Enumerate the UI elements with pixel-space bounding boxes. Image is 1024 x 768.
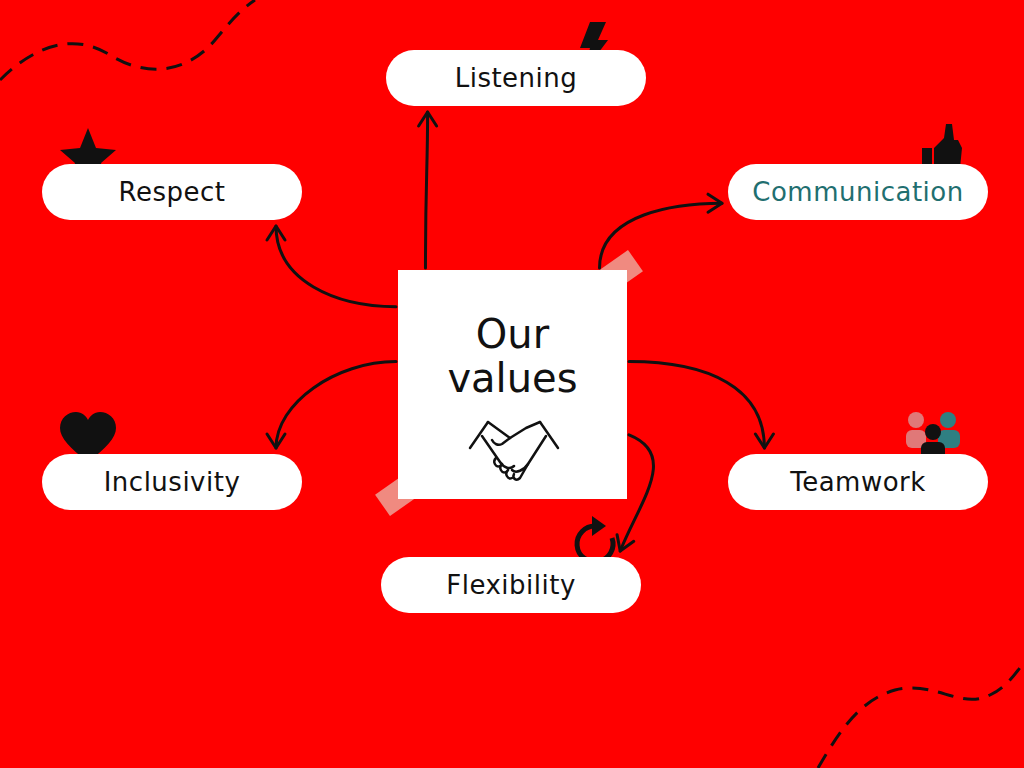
curved-arrow: [629, 362, 773, 448]
arrow-head: [617, 535, 634, 551]
curved-arrow: [267, 362, 396, 448]
arrow-line: [276, 226, 396, 307]
arrow-head: [755, 434, 773, 448]
arrow-line: [276, 362, 396, 448]
arrow-line: [425, 112, 427, 268]
value-pill: Listening: [386, 50, 646, 106]
arrow-line: [629, 362, 764, 448]
arrow-head: [267, 434, 285, 448]
value-pill: Communication: [728, 164, 988, 220]
curved-arrow: [419, 112, 437, 268]
value-pill: Inclusivity: [42, 454, 302, 510]
value-pill: Respect: [42, 164, 302, 220]
handshake-icon: [466, 418, 562, 490]
refresh-icon: [577, 516, 613, 562]
center-card: Our values: [398, 270, 627, 499]
value-pill: Teamwork: [728, 454, 988, 510]
value-label: Communication: [752, 177, 963, 207]
curved-arrow: [267, 226, 396, 307]
value-label: Flexibility: [446, 570, 576, 600]
value-label: Respect: [119, 177, 226, 207]
value-label: Listening: [455, 63, 578, 93]
arrow-head: [419, 112, 437, 126]
arrow-line: [600, 203, 722, 268]
curved-arrow: [600, 194, 722, 268]
arrow-head: [708, 194, 722, 212]
value-label: Teamwork: [790, 467, 926, 497]
arrow-head: [267, 226, 285, 240]
value-label: Inclusivity: [104, 467, 241, 497]
dashed-curve: [0, 0, 255, 80]
dashed-curve: [818, 662, 1024, 768]
value-pill: Flexibility: [381, 557, 641, 613]
center-title: Our values: [433, 312, 593, 400]
